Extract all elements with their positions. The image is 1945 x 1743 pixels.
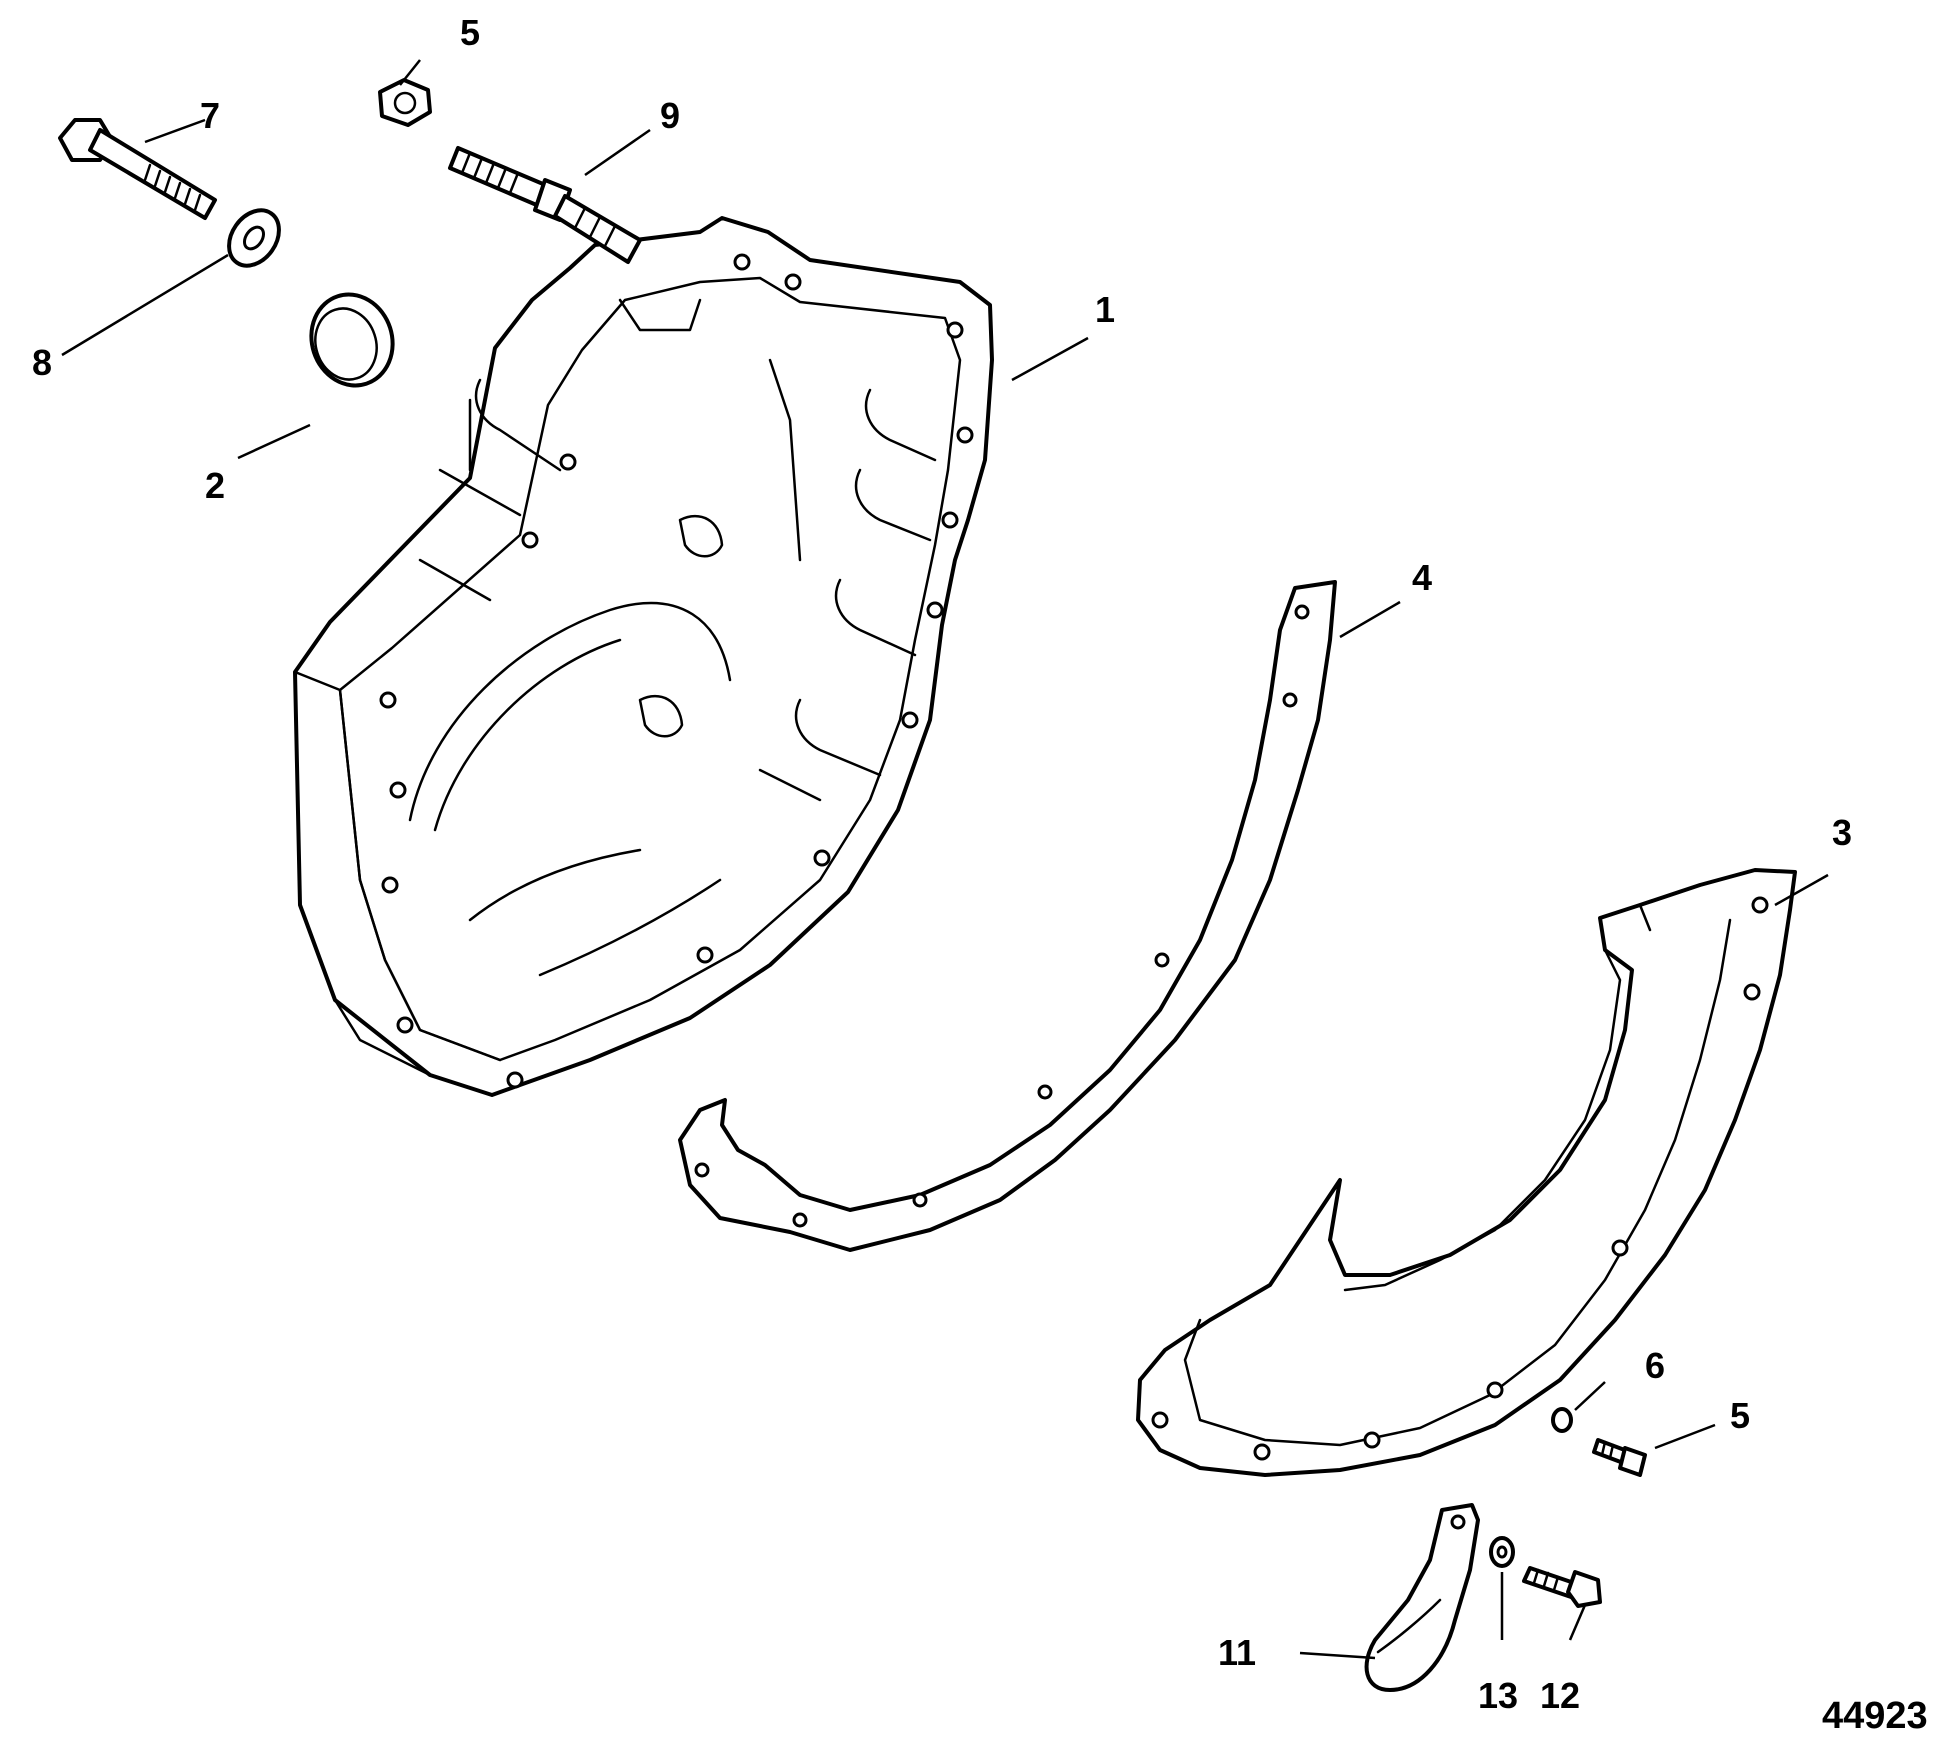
callout-1: 1 xyxy=(1095,289,1115,330)
small-bolt xyxy=(1522,1566,1602,1608)
cover-plate xyxy=(1136,868,1797,1477)
stud xyxy=(448,146,642,264)
callout-13: 13 xyxy=(1478,1675,1518,1716)
callout-5-bottom: 5 xyxy=(1730,1395,1750,1436)
callout-6: 6 xyxy=(1645,1345,1665,1386)
small-lock-washer xyxy=(1551,1407,1573,1433)
callout-7: 7 xyxy=(200,95,220,136)
leader-lines xyxy=(61,59,1829,1660)
figure-number: 44923 xyxy=(1822,1695,1928,1737)
flat-washer xyxy=(1489,1536,1515,1568)
callout-labels: 1 2 3 4 5 5 6 7 8 9 11 13 12 44923 xyxy=(32,12,1928,1737)
small-screw xyxy=(1592,1438,1647,1477)
washer xyxy=(227,208,281,268)
gasket xyxy=(678,580,1337,1252)
callout-12: 12 xyxy=(1540,1675,1580,1716)
callout-2: 2 xyxy=(205,465,225,506)
callout-9: 9 xyxy=(660,95,680,136)
callout-5-top: 5 xyxy=(460,12,480,53)
bolt xyxy=(58,118,217,220)
flywheel-housing xyxy=(293,216,994,1097)
callout-11: 11 xyxy=(1218,1632,1256,1673)
clamp xyxy=(1364,1503,1480,1692)
callout-4: 4 xyxy=(1412,557,1432,598)
callout-3: 3 xyxy=(1832,812,1852,853)
cap-plug xyxy=(309,292,395,388)
hex-nut xyxy=(378,78,432,127)
callout-8: 8 xyxy=(32,342,52,383)
